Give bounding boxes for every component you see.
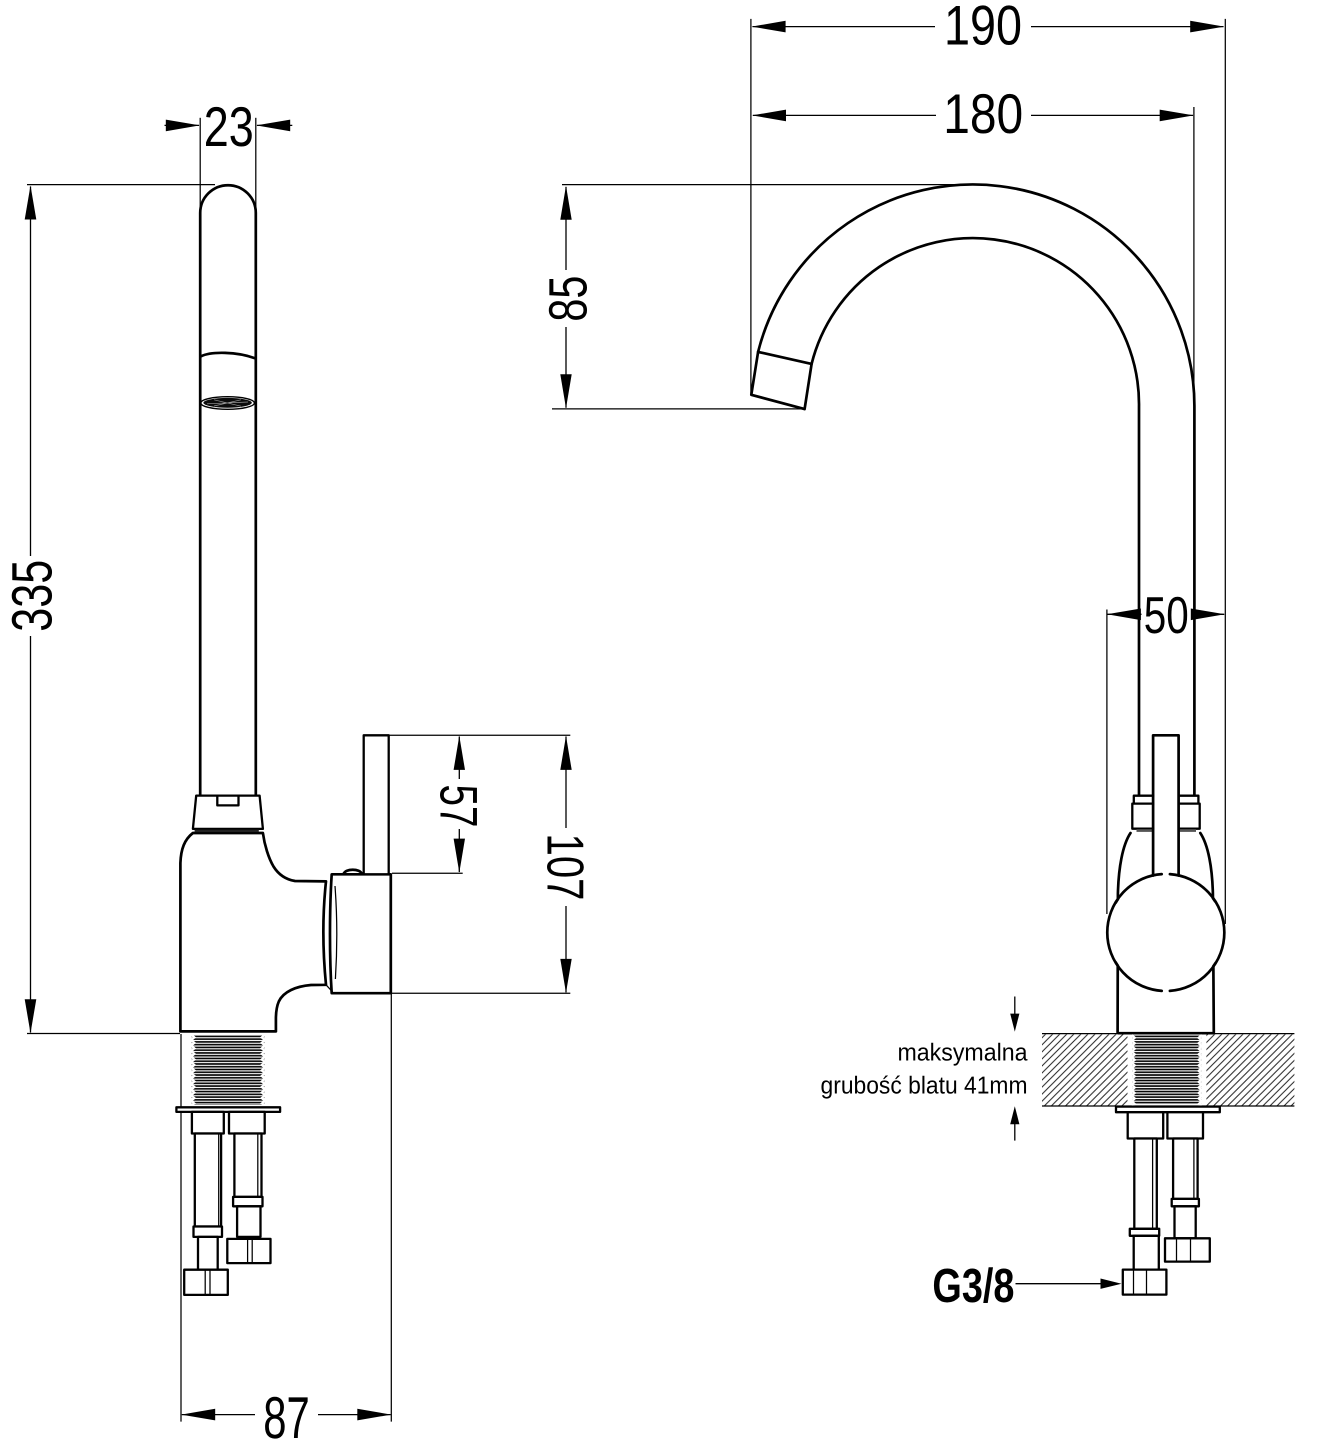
- svg-text:50: 50: [1144, 587, 1189, 645]
- svg-text:85: 85: [539, 276, 599, 322]
- svg-text:maksymalna: maksymalna: [898, 1040, 1028, 1067]
- svg-text:23: 23: [204, 95, 254, 158]
- svg-text:180: 180: [943, 82, 1023, 145]
- svg-text:190: 190: [944, 0, 1022, 56]
- svg-text:335: 335: [1, 560, 65, 632]
- svg-text:87: 87: [263, 1385, 310, 1440]
- svg-text:G3/8: G3/8: [932, 1260, 1014, 1313]
- svg-text:57: 57: [429, 785, 488, 828]
- svg-text:grubość blatu 41mm: grubość blatu 41mm: [821, 1073, 1028, 1100]
- svg-text:107: 107: [535, 834, 593, 901]
